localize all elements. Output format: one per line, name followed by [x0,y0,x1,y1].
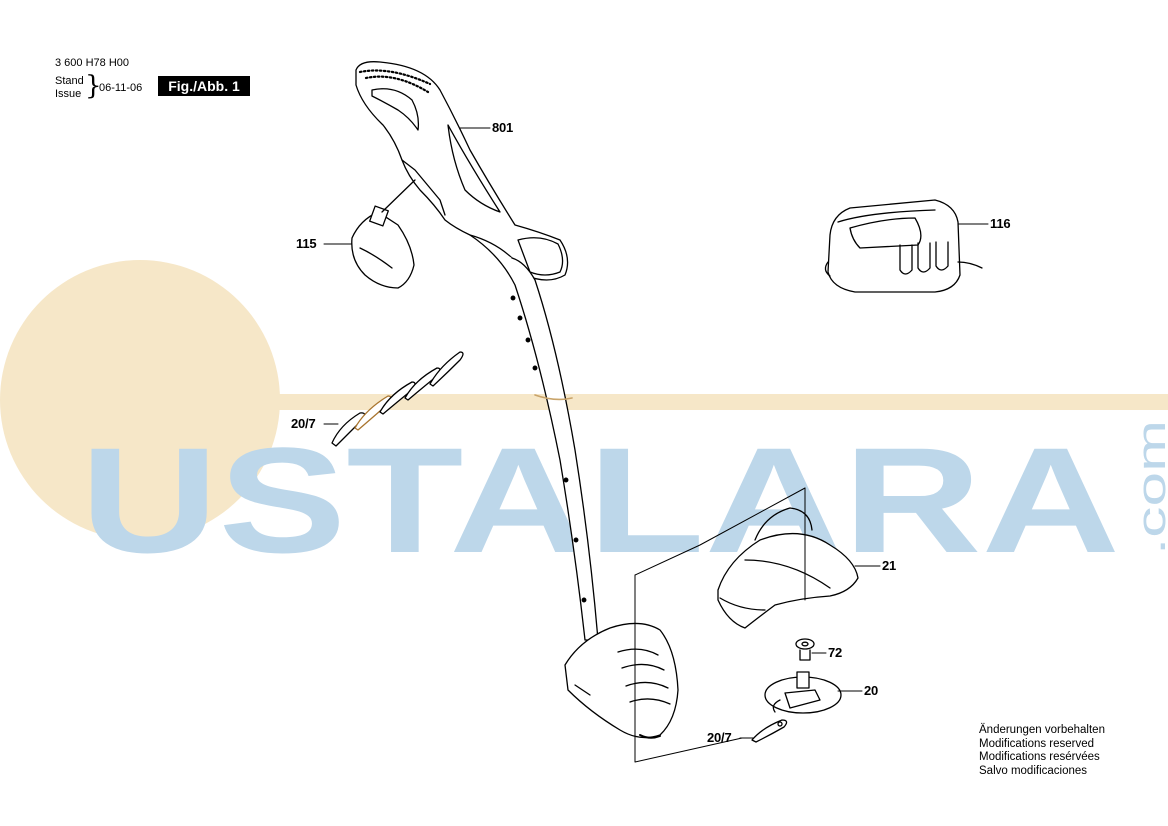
charger-116 [824,199,983,293]
part-label-20: 20 [864,683,879,698]
note-line-en: Modifications reserved [979,737,1095,750]
part-label-72: 72 [828,645,843,660]
brace-icon: } [85,71,102,101]
motor-head [564,622,679,739]
part-label-20-7-lower: 20/7 [707,730,732,745]
part-label-21: 21 [882,558,897,573]
note-line-fr: Modifications resérvées [979,751,1100,763]
watermark-sun [0,260,280,540]
watermark-text: USTALARA [80,416,1120,584]
issue-date: 06-11-06 [99,82,143,94]
watermark-suffix: .com [1130,420,1168,555]
washer-72 [795,638,815,661]
part-label-116: 116 [990,216,1011,231]
watermark-band [180,394,1168,410]
part-label-115: 115 [296,236,317,251]
guard-21 [717,507,859,629]
battery-115 [351,179,416,289]
figure-badge: Fig./Abb. 1 [158,76,250,96]
shaft [469,234,599,641]
blade-20-7-lower [751,719,788,743]
part-label-801: 801 [492,120,514,135]
part-label-20-7-upper: 20/7 [291,416,316,431]
spool-20 [764,671,842,714]
stand-label: Stand [55,75,84,87]
note-line-es: Salvo modificaciones [979,764,1088,777]
doc-number: 3 600 H78 H00 [55,57,129,69]
leader-lines [323,127,989,739]
blades-20-7-upper [331,351,464,447]
modifications-note: Änderungen vorbehalten Modifications res… [979,724,1105,778]
explode-lines [634,487,806,763]
handle-801 [355,61,569,281]
issue-label: Issue [55,88,82,100]
note-line-de: Änderungen vorbehalten [979,724,1105,736]
